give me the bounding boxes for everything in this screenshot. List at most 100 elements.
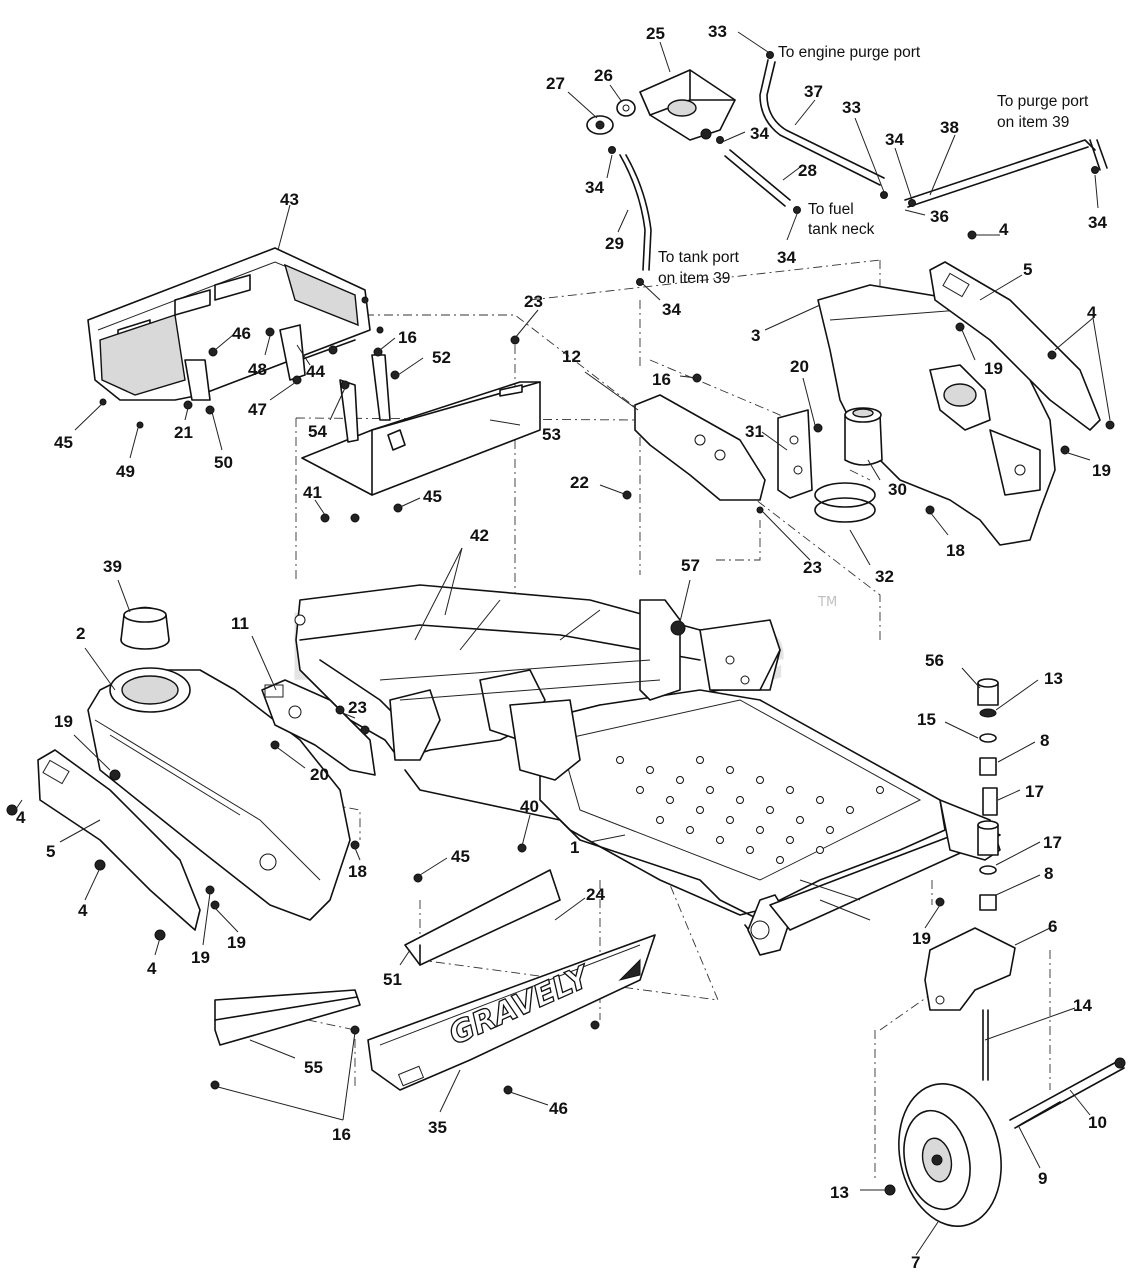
cap-26: [616, 99, 636, 117]
callout-5-b: 5: [46, 842, 55, 861]
callout-42: 42: [470, 526, 489, 545]
callout-34-c: 34: [750, 124, 769, 143]
callout-56: 56: [925, 651, 944, 670]
callout-6: 6: [1048, 917, 1057, 936]
callout-1: 1: [570, 838, 579, 857]
note-fuel-neck-line2: tank neck: [808, 221, 875, 238]
callout-39: 39: [103, 557, 122, 576]
callout-34-e: 34: [1088, 213, 1107, 232]
fuel-cap: [120, 606, 170, 650]
callout-10: 10: [1088, 1113, 1107, 1132]
callout-49: 49: [116, 462, 135, 481]
caster-wheel: [898, 1083, 1002, 1227]
callout-23-c: 23: [348, 698, 367, 717]
bracket-12: [634, 394, 766, 501]
note-fuel-neck-line1: To fuel: [808, 201, 854, 218]
watermark-trademark: TM: [817, 595, 837, 610]
callout-4-e: 4: [147, 959, 157, 978]
callout-23-b: 23: [803, 558, 822, 577]
callout-20-b: 20: [310, 765, 329, 784]
foot-rest-24: [404, 869, 561, 966]
callout-46-b: 46: [549, 1099, 568, 1118]
bracket-11: [261, 679, 376, 776]
fuel-hoses: [619, 59, 1108, 271]
caster-axle: [884, 1057, 1126, 1196]
callout-12: 12: [562, 347, 581, 366]
callout-33b: 33: [842, 98, 861, 117]
callout-14: 14: [1073, 996, 1092, 1015]
callout-28: 28: [798, 161, 817, 180]
callout-47: 47: [248, 400, 267, 419]
right-side-panel: [929, 261, 1101, 431]
callout-51: 51: [383, 970, 402, 989]
callout-19-b: 19: [1092, 461, 1111, 480]
callout-19-f: 19: [912, 929, 931, 948]
callout-34-a: 34: [885, 130, 904, 149]
callout-40: 40: [520, 797, 539, 816]
callout-16-c: 16: [332, 1125, 351, 1144]
left-fuel-tank: [87, 667, 351, 921]
callout-13-b: 13: [830, 1183, 849, 1202]
callout-4-d: 4: [78, 901, 88, 920]
callout-35: 35: [428, 1118, 447, 1137]
callout-33: 33: [708, 22, 727, 41]
callout-18-a: 18: [946, 541, 965, 560]
left-side-panel: [37, 749, 201, 931]
callout-19-e: 19: [191, 948, 210, 967]
callout-30: 30: [888, 480, 907, 499]
caster-fork: [924, 927, 1016, 1081]
callout-45-a: 45: [54, 433, 73, 452]
callout-34-b: 34: [585, 178, 604, 197]
hose-notes: To engine purge port To purge port on it…: [658, 44, 1089, 287]
callout-13-a: 13: [1044, 669, 1063, 688]
note-tank-port-line1: To tank port: [658, 249, 740, 266]
callout-32: 32: [875, 567, 894, 586]
callout-18-b: 18: [348, 862, 367, 881]
foot-plate-35: GRAVELY: [367, 934, 656, 1091]
callout-4-a: 4: [999, 220, 1009, 239]
hose-clamp: [814, 482, 876, 523]
fuel-filter: [844, 407, 883, 466]
callout-38: 38: [940, 118, 959, 137]
callout-31: 31: [745, 422, 764, 441]
callout-11: 11: [231, 614, 249, 633]
callout-7: 7: [911, 1253, 920, 1272]
callout-45-b: 45: [423, 487, 442, 506]
callout-15: 15: [917, 710, 936, 729]
note-tank-port-line2: on item 39: [658, 270, 730, 287]
fasteners: [6, 230, 1115, 1095]
callout-17-a: 17: [1025, 782, 1044, 801]
callout-16-b: 16: [652, 370, 671, 389]
callout-24: 24: [586, 885, 605, 904]
main-frame: [294, 584, 1001, 956]
callout-19-a: 19: [984, 359, 1003, 378]
purge-valve-27: [586, 115, 614, 135]
callout-4-c: 4: [16, 808, 26, 827]
callout-23-a: 23: [524, 292, 543, 311]
callout-57: 57: [681, 556, 700, 575]
callout-34-f: 34: [662, 300, 681, 319]
seat-hardware: [99, 296, 400, 443]
seat-pan: [87, 247, 371, 401]
callout-50: 50: [214, 453, 233, 472]
callout-48: 48: [248, 360, 267, 379]
foot-rest-55: [214, 989, 361, 1046]
callout-25: 25: [646, 24, 665, 43]
callout-labels: 33 25 27 26 37 33 38 34 34 34 28 36 34 2…: [16, 22, 1111, 1272]
callout-55: 55: [304, 1058, 323, 1077]
callout-45-c: 45: [451, 847, 470, 866]
callout-44: 44: [306, 362, 325, 381]
note-purge-port-line2: on item 39: [997, 114, 1069, 131]
leader-lines: [13, 31, 1111, 1256]
callout-22: 22: [570, 473, 589, 492]
callout-21: 21: [174, 423, 193, 442]
caster-stack: [977, 678, 999, 911]
callout-17-b: 17: [1043, 833, 1062, 852]
callout-20-a: 20: [790, 357, 809, 376]
callout-36: 36: [930, 207, 949, 226]
note-purge-port-line1: To purge port: [997, 93, 1089, 110]
bracket-31: [777, 409, 813, 499]
callout-46-a: 46: [232, 324, 251, 343]
